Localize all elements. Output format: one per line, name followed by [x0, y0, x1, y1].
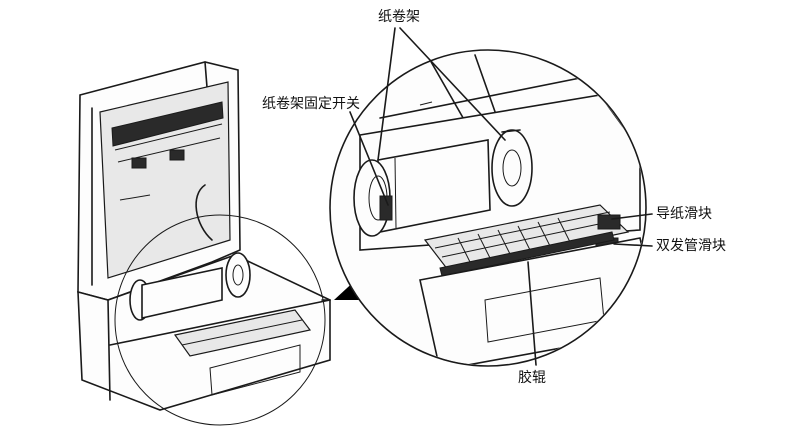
label-paper-holder-lock: 纸卷架固定开关: [262, 96, 360, 112]
media-path-left: [173, 309, 312, 357]
leader-paper-holder-left: [377, 27, 396, 161]
right-holder-disc: [225, 252, 251, 298]
head-clip-left: [131, 157, 147, 169]
holder-lock-switch: [379, 195, 393, 221]
paper-guide-slider-block: [597, 214, 621, 230]
leader-double-tube: [613, 243, 653, 247]
printer-full-view: [77, 61, 331, 426]
paper-roll-left: [141, 267, 223, 319]
magnified-view: [329, 49, 647, 367]
leader-holder-lock: [349, 111, 389, 206]
media-guide-track: [423, 204, 630, 271]
label-rubber-roller: 胶辊: [518, 370, 546, 386]
leader-paper-holder-right: [399, 27, 506, 141]
print-head: [111, 101, 224, 147]
head-clip-right: [169, 149, 185, 161]
right-paper-holder: [491, 129, 533, 207]
label-paper-guide-slider: 导纸滑块: [656, 206, 712, 222]
label-paper-holder: 纸卷架: [378, 9, 420, 25]
leader-paper-guide: [611, 213, 653, 220]
zoom-source-circle: [114, 214, 326, 426]
rubber-roller-body: [439, 231, 615, 277]
leader-rubber-roller: [527, 261, 537, 366]
leader-lines: [349, 27, 653, 366]
base-front-window: [209, 344, 301, 396]
label-double-tube-slider: 双发管滑块: [656, 238, 726, 254]
cable: [195, 184, 213, 241]
